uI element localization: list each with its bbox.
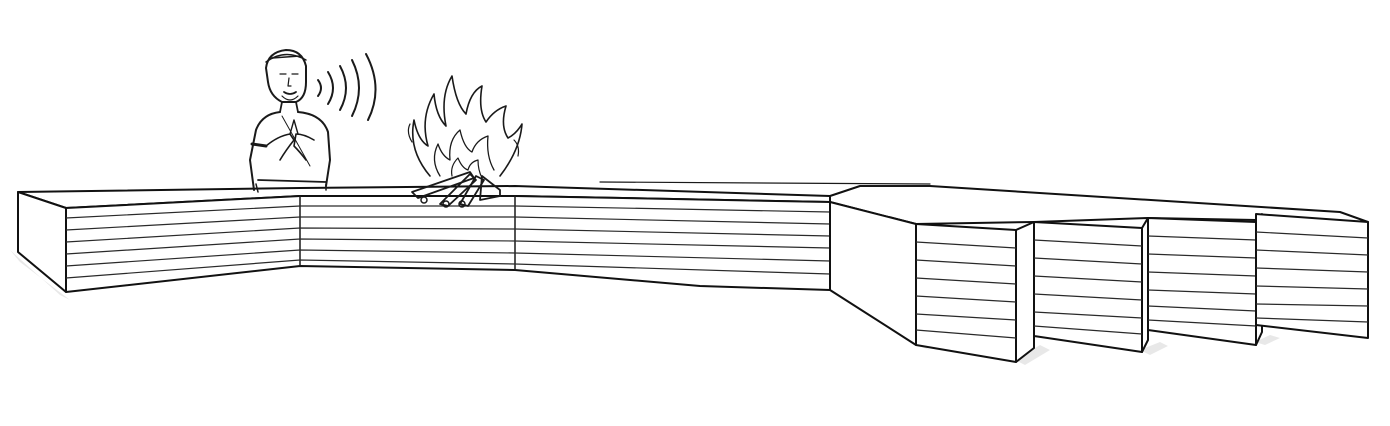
- chanting-priest-icon: [250, 50, 330, 192]
- altar-left-section: [18, 186, 830, 292]
- right-block-4: [1256, 214, 1368, 338]
- sound-waves-icon: [318, 54, 376, 120]
- right-block-2: [1034, 218, 1148, 352]
- altar-right-blocks: [916, 214, 1368, 362]
- right-block-3: [1148, 214, 1262, 345]
- right-block-1: [916, 222, 1034, 362]
